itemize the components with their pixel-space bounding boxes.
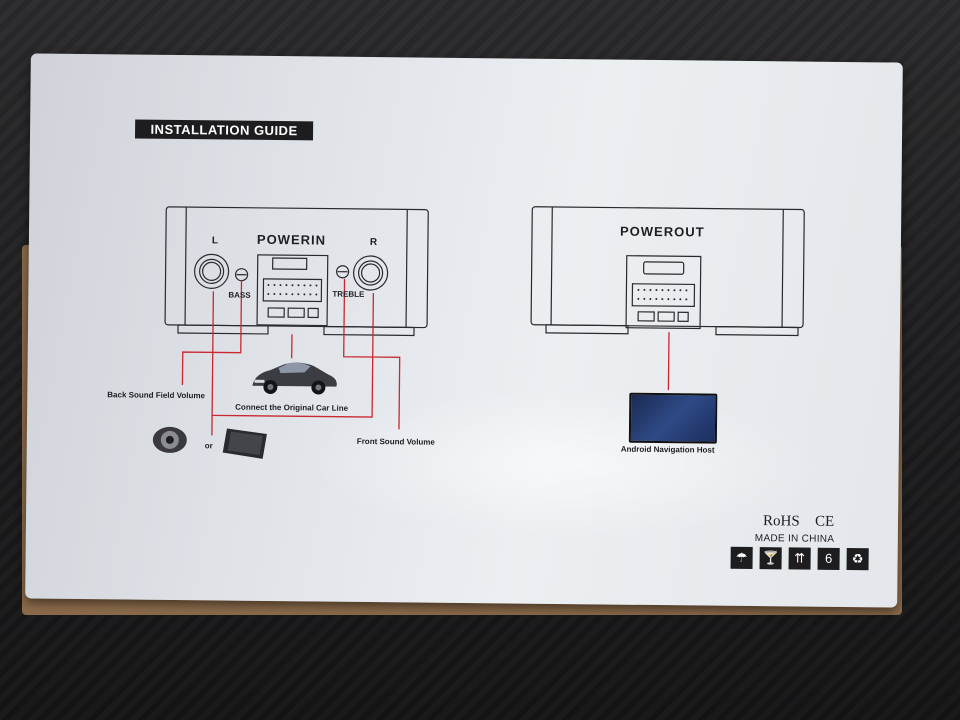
product-box: INSTALLATION GUIDE [25, 53, 903, 608]
treble-label: TREBLE [332, 289, 365, 299]
android-host-screen-icon [628, 392, 718, 444]
powerout-pins [637, 288, 688, 301]
recycle-icon: ♻ [846, 548, 869, 571]
powerout-title: POWEROUT [619, 223, 705, 240]
or-label: or [204, 441, 213, 451]
android-host-label: Android Navigation Host [620, 444, 715, 455]
rohs-mark: RoHS [762, 513, 800, 530]
front-sound-label: Front Sound Volume [356, 436, 435, 447]
wiring-diagram [152, 206, 805, 459]
made-in-label: MADE IN CHINA [754, 533, 835, 545]
stack-limit-number: 6 [824, 550, 833, 566]
fragile-glass-icon: 🍸 [759, 547, 782, 570]
powerout-unit [530, 206, 805, 337]
powerin-unit [164, 206, 429, 337]
right-channel-label: R [369, 237, 378, 249]
ce-mark: CE [814, 513, 835, 530]
wiring-lines [181, 278, 401, 436]
powerin-title: POWERIN [256, 231, 327, 248]
car-icon [252, 362, 337, 395]
powerin-pins [267, 283, 318, 296]
back-sound-label: Back Sound Field Volume [107, 390, 206, 401]
amplifier-module-icon [222, 428, 267, 459]
left-channel-label: L [211, 235, 219, 247]
bass-label: BASS [228, 290, 251, 300]
this-way-up-icon: ⇈ [788, 547, 811, 570]
stack-limit-icon: 6 [817, 547, 840, 570]
speaker-icon [152, 426, 187, 453]
umbrella-icon: ☂ [730, 546, 753, 570]
car-line-label: Connect the Original Car Line [235, 402, 349, 413]
